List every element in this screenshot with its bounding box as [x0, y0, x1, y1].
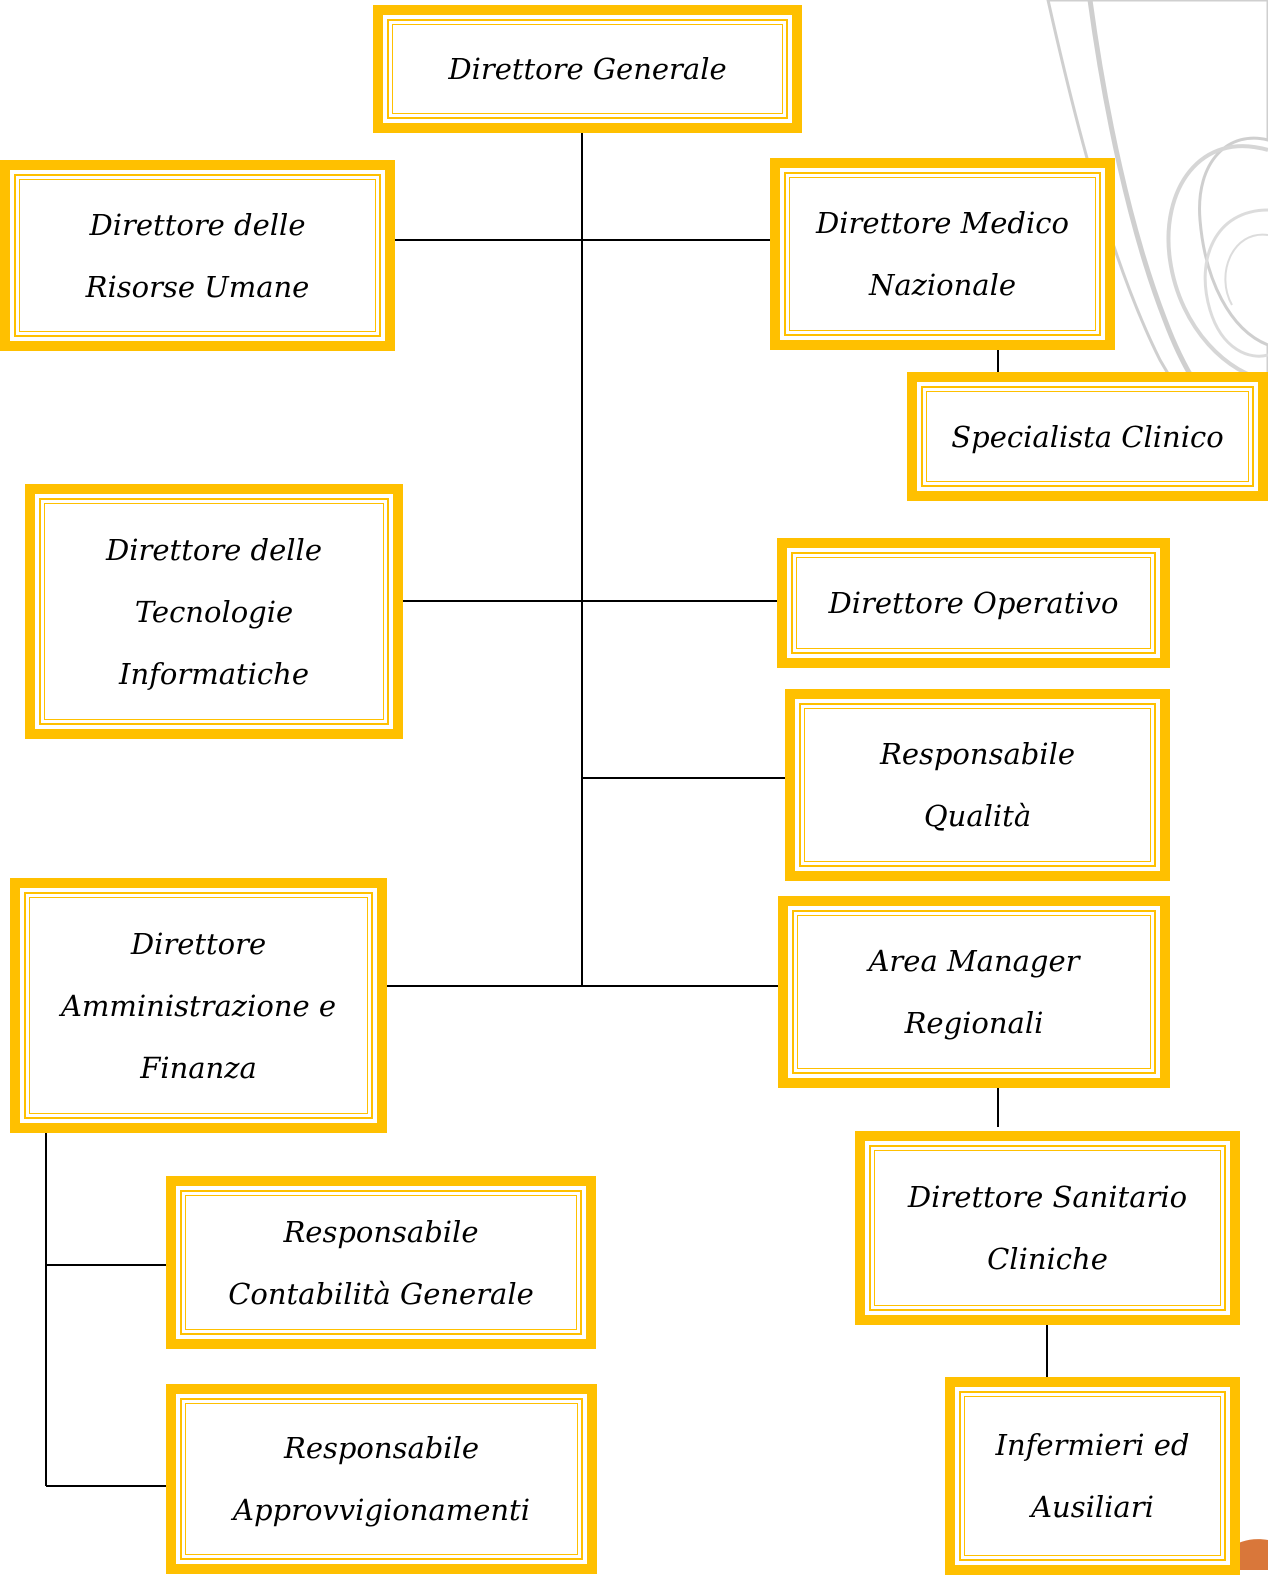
node-label-line: Regionali [904, 1006, 1044, 1040]
node-label-line: Amministrazione e [60, 988, 337, 1023]
node-label-line: Approvvigionamenti [233, 1493, 530, 1527]
node-label-line: Risorse Umane [85, 269, 310, 304]
node-label-line: Ausiliari [1031, 1490, 1154, 1524]
node-label-line: Direttore Generale [448, 52, 727, 86]
node-direttore-generale: Direttore Generale [373, 5, 802, 133]
node-label-line: Direttore Operativo [828, 586, 1119, 620]
node-label-line: Nazionale [868, 268, 1017, 302]
node-direttore-operativo: Direttore Operativo [777, 538, 1170, 668]
node-label-line: Direttore delle [106, 532, 322, 567]
node-label-line: Direttore [130, 926, 267, 961]
node-label-line: Responsabile [283, 1214, 479, 1249]
node-label-line: Finanza [140, 1050, 257, 1085]
node-label-line: Specialista Clinico [951, 419, 1224, 454]
node-label-line: Contabilità Generale [228, 1276, 534, 1311]
node-label-line: Direttore delle [89, 207, 306, 242]
node-label-line: Cliniche [987, 1242, 1108, 1276]
node-label-line: Responsabile [283, 1431, 480, 1465]
node-label-line: Informatiche [119, 656, 309, 691]
node-label-line: Tecnologie [134, 594, 294, 629]
node-label-line: Area Manager [868, 944, 1080, 978]
node-label: Direttore Operativo [829, 572, 1119, 634]
node-label-line: Infermieri ed [995, 1428, 1190, 1462]
node-label: Specialista Clinico [951, 406, 1223, 468]
node-label: Infermieri ed Ausiliari [996, 1414, 1190, 1538]
node-label-line: Qualità [923, 799, 1032, 833]
node-label-line: Direttore Medico [816, 206, 1069, 240]
node-label: Direttore Generale [448, 38, 726, 100]
node-label-line: Responsabile [879, 737, 1076, 771]
node-infermieri-ausiliari: Infermieri ed Ausiliari [945, 1377, 1240, 1575]
node-label-line: Direttore Sanitario [907, 1180, 1188, 1214]
node-specialista-clinico: Specialista Clinico [907, 372, 1268, 501]
